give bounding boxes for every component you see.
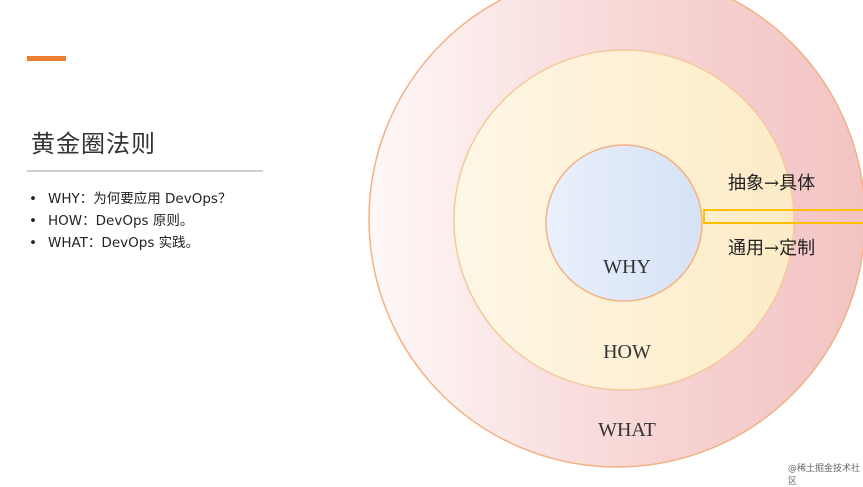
label-why: WHY [603, 256, 651, 278]
bullet-list: WHY：为何要应用 DevOps？ HOW：DevOps 原则。 WHAT：De… [27, 188, 231, 254]
highlight-band [703, 209, 863, 224]
bullet-why: WHY：为何要应用 DevOps？ [27, 188, 231, 210]
bullet-what: WHAT：DevOps 实践。 [27, 232, 231, 254]
inner-circle-why [545, 144, 703, 302]
slide-title: 黄金圈法则 [31, 130, 156, 158]
annotation-abstract-concrete: 抽象→具体 [728, 173, 815, 194]
watermark: @稀土掘金技术社区 [788, 464, 861, 487]
bullet-how: HOW：DevOps 原则。 [27, 210, 231, 232]
label-what: WHAT [598, 419, 656, 441]
accent-bar [27, 56, 66, 61]
annotation-general-custom: 通用→定制 [728, 238, 815, 259]
label-how: HOW [603, 341, 651, 363]
title-divider [27, 170, 263, 172]
